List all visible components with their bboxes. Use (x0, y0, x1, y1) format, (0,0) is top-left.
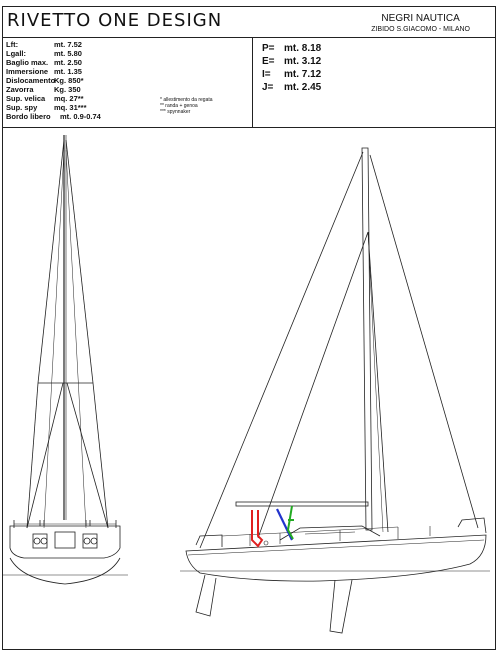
spec-label: Lft: (6, 40, 19, 49)
specs-divider (2, 127, 496, 128)
spec-label: Dislocamento (6, 76, 56, 85)
rig-label: E= (262, 56, 275, 67)
spec-row: Sup. velica mq. 27** (6, 94, 156, 103)
specs-table: Lft: mt. 7.52 Lgall: mt. 5.80 Baglio max. m… (6, 40, 156, 121)
footnotes: * allestimento da regata ** randa + geno… (160, 97, 213, 115)
spec-row: Lgall: mt. 5.80 (6, 49, 156, 58)
front-shroud-diag-right (66, 382, 109, 529)
spec-label: Baglio max. (6, 58, 49, 67)
spec-label: Zavorra (6, 85, 34, 94)
spec-value: mt. 2.50 (54, 58, 82, 67)
side-stern-pulpit (457, 517, 487, 534)
spec-value: mt. 1.35 (54, 67, 82, 76)
rig-value: mt. 2.45 (284, 82, 322, 93)
spec-label: Immersione (6, 67, 49, 76)
spec-label: Bordo libero (6, 112, 51, 121)
spec-row: Bordo libero mt. 0.9-0.74 (6, 112, 156, 121)
front-winch-left-b (40, 537, 48, 545)
front-companionway (54, 531, 76, 549)
spec-label: Sup. velica (6, 94, 46, 103)
front-shroud-upper-left (37, 139, 65, 384)
front-winch-right-b (90, 537, 98, 545)
spec-label: Lgall: (6, 49, 26, 58)
side-cabin-windows (304, 531, 356, 535)
side-shroud-upper (367, 231, 389, 533)
sheet-frame (2, 6, 496, 650)
spec-label: Sup. spy (6, 103, 38, 112)
footnote: ** randa + genoa (160, 103, 198, 109)
rig-value: mt. 3.12 (284, 56, 322, 67)
side-shroud-lower (367, 231, 384, 533)
spec-value: mt. 5.80 (54, 49, 82, 58)
front-stanchion-left (39, 520, 45, 526)
side-sheerline (187, 539, 485, 556)
spec-value: mq. 31*** (54, 103, 87, 112)
blue-part (276, 508, 293, 541)
footnote: *** spynnaker (160, 109, 191, 115)
spec-row: Baglio max. mt. 2.50 (6, 58, 156, 67)
spec-row: Immersione mt. 1.35 (6, 67, 156, 76)
front-winch-right-a (83, 537, 91, 545)
spec-value: mt. 0.9-0.74 (60, 112, 101, 121)
spec-row: Sup. spy mq. 31*** (6, 103, 156, 112)
spec-value: Kg. 350 (54, 85, 81, 94)
front-shroud-diag-left (26, 382, 64, 529)
side-hull (185, 534, 487, 582)
design-title: RIVETTO ONE DESIGN (7, 10, 223, 31)
front-hull-transom (9, 525, 121, 559)
side-backstay-upper (369, 154, 479, 529)
red-fitting (263, 540, 269, 546)
spec-value: mq. 27** (54, 94, 84, 103)
company-address: ZIBIDO S.GIACOMO - MILANO (371, 26, 470, 33)
footnote: * allestimento da regata (160, 97, 213, 103)
side-view (180, 147, 490, 634)
front-shroud-upper-right (65, 139, 94, 384)
rig-value: mt. 7.12 (284, 69, 322, 80)
front-stanchion-right (85, 520, 91, 526)
specs-vertical-divider (252, 37, 253, 127)
spec-row: Zavorra Kg. 350 (6, 85, 156, 94)
company-block: NEGRI NAUTICA ZIBIDO S.GIACOMO - MILANO (371, 13, 470, 33)
rig-label: J= (262, 82, 274, 93)
spec-row: Lft: mt. 7.52 (6, 40, 156, 49)
rig-label: P= (262, 43, 275, 54)
side-rudder (329, 579, 353, 634)
front-hull-bottom (9, 557, 121, 585)
side-bow-pulpit (195, 534, 223, 547)
header-divider (2, 37, 496, 38)
front-shroud-lower-right (92, 382, 109, 529)
spec-value: Kg. 850* (54, 76, 84, 85)
front-shroud-lower-left (26, 382, 39, 529)
side-boom (235, 501, 369, 507)
side-stanchions (249, 526, 431, 546)
front-view (2, 135, 128, 585)
front-forestay-left (43, 149, 65, 529)
front-winch-left-a (33, 537, 41, 545)
side-jib-leech (257, 231, 369, 539)
rig-value: mt. 8.18 (284, 43, 322, 54)
side-mast (361, 147, 373, 531)
green-part (286, 505, 294, 540)
spec-value: mt. 7.52 (54, 40, 82, 49)
rig-label: I= (262, 69, 271, 80)
side-forestay (199, 151, 364, 549)
company-name: NEGRI NAUTICA (381, 13, 460, 24)
front-forestay-right (65, 149, 87, 529)
side-keel (195, 574, 217, 617)
red-part (251, 510, 264, 548)
